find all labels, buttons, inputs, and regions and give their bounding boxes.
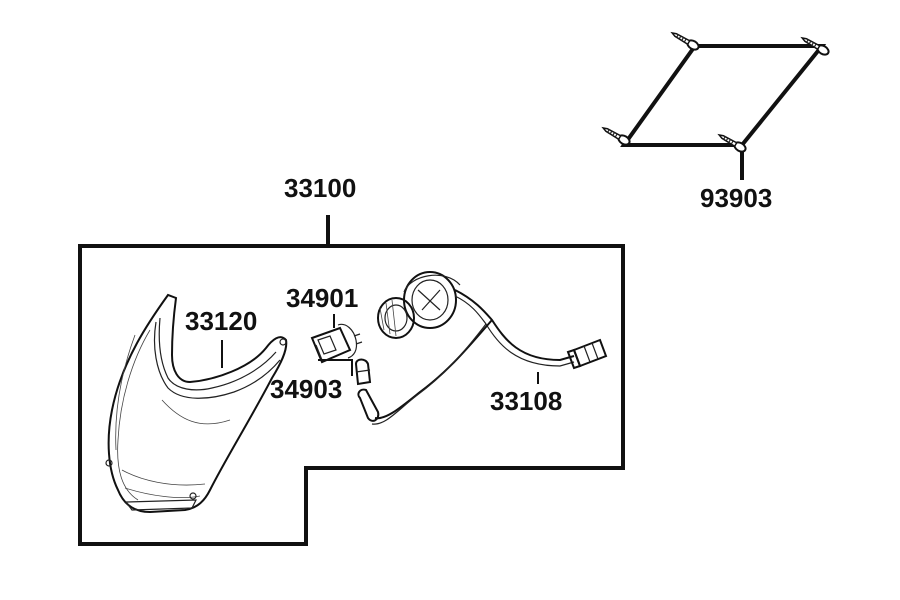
screw-4 bbox=[717, 133, 747, 153]
label-lens: 33120 bbox=[185, 306, 257, 336]
wiring-harness bbox=[357, 271, 608, 425]
assembly-boundary bbox=[78, 244, 625, 546]
screw-3 bbox=[601, 126, 631, 146]
label-screws: 93903 bbox=[700, 183, 772, 213]
main-bulb bbox=[310, 314, 363, 364]
label-assembly: 33100 bbox=[284, 173, 356, 203]
small-bulb bbox=[318, 358, 372, 386]
screw-frame bbox=[620, 44, 827, 147]
label-bulb: 34901 bbox=[286, 283, 358, 313]
screw-2 bbox=[800, 36, 830, 56]
label-small-bulb: 34903 bbox=[270, 374, 342, 404]
screw-set bbox=[601, 31, 830, 180]
headlight-lens bbox=[105, 293, 288, 514]
label-harness: 33108 bbox=[490, 386, 562, 416]
screw-1 bbox=[670, 31, 700, 51]
